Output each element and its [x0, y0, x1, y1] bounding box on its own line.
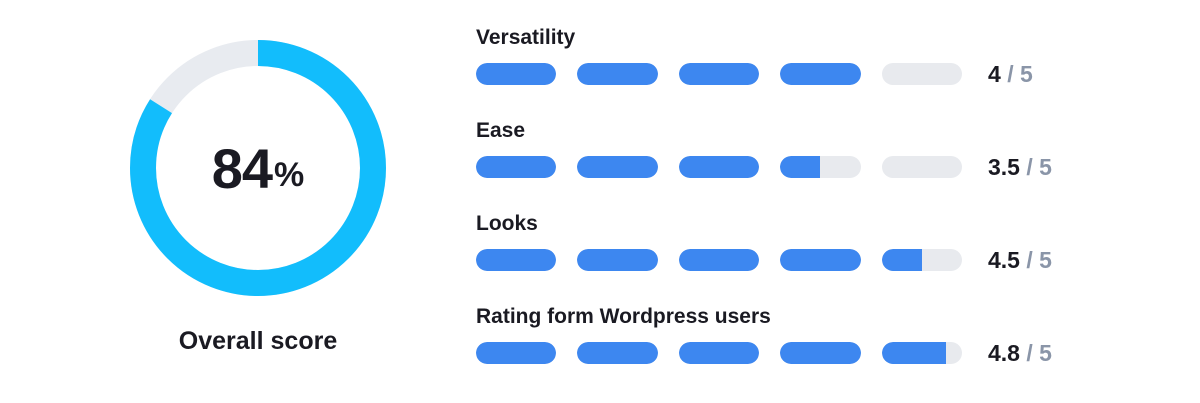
- rating-segment-fill: [881, 249, 922, 271]
- rating-segment-fill: [476, 63, 557, 85]
- rating-max: / 5: [1026, 154, 1052, 180]
- rating-segment-fill: [678, 156, 760, 178]
- overall-score-donut: [120, 30, 396, 306]
- rating-segment: [678, 156, 760, 178]
- ratings-list: Versatility 4 / 5 Ease 3.5 / 5 Looks 4.5…: [476, 24, 1136, 396]
- rating-row-wordpress-users: Rating form Wordpress users 4.8 / 5: [476, 303, 1136, 396]
- rating-title: Ease: [476, 119, 526, 142]
- rating-row-looks: Looks 4.5 / 5: [476, 210, 1136, 303]
- rating-title: Rating form Wordpress users: [476, 305, 771, 328]
- rating-segment: [577, 249, 658, 271]
- rating-segment-fill: [780, 342, 861, 364]
- rating-segment: [881, 342, 963, 364]
- rating-score: 4: [988, 61, 1001, 87]
- donut-chart: [130, 40, 386, 296]
- rating-segment-fill: [780, 249, 861, 271]
- rating-value: 4 / 5: [988, 59, 1033, 89]
- rating-max: / 5: [1026, 247, 1052, 273]
- rating-row-ease: Ease 3.5 / 5: [476, 117, 1136, 210]
- rating-segment-fill: [577, 63, 658, 85]
- rating-bar: [476, 63, 963, 85]
- rating-max: / 5: [1026, 340, 1052, 366]
- rating-value: 4.8 / 5: [988, 338, 1052, 368]
- rating-segment: [678, 342, 760, 364]
- rating-value: 4.5 / 5: [988, 245, 1052, 275]
- rating-segment: [476, 63, 557, 85]
- rating-segment: [476, 342, 557, 364]
- rating-row-versatility: Versatility 4 / 5: [476, 24, 1136, 117]
- rating-segment: [678, 63, 760, 85]
- rating-segment-fill: [678, 63, 760, 85]
- rating-segment: [780, 249, 861, 271]
- rating-segment: [577, 156, 658, 178]
- rating-score: 3.5: [988, 154, 1020, 180]
- rating-segment: [476, 156, 557, 178]
- donut-progress-arc: [130, 40, 386, 296]
- rating-max: / 5: [1007, 61, 1033, 87]
- rating-segment: [881, 63, 963, 85]
- overall-score-label: Overall score: [178, 327, 338, 355]
- rating-segment-fill: [678, 342, 760, 364]
- rating-segment-fill: [780, 63, 861, 85]
- rating-bar: [476, 249, 963, 271]
- rating-title: Looks: [476, 212, 538, 235]
- rating-segment: [678, 249, 760, 271]
- rating-segment-fill: [476, 249, 557, 271]
- rating-segment-fill: [577, 156, 658, 178]
- rating-segment: [881, 249, 963, 271]
- rating-segment: [577, 63, 658, 85]
- rating-title: Versatility: [476, 26, 576, 49]
- rating-value: 3.5 / 5: [988, 152, 1052, 182]
- rating-segment-fill: [881, 342, 946, 364]
- rating-segment-fill: [476, 156, 557, 178]
- rating-segment-fill: [678, 249, 760, 271]
- score-number: 84: [211, 136, 273, 200]
- rating-segment: [780, 63, 861, 85]
- rating-segment-fill: [577, 342, 658, 364]
- overall-score-value: 84%: [120, 30, 396, 306]
- rating-segment: [780, 342, 861, 364]
- rating-segment: [780, 156, 861, 178]
- rating-score: 4.5: [988, 247, 1020, 273]
- rating-segment-fill: [476, 342, 557, 364]
- score-percent-sign: %: [274, 155, 305, 194]
- rating-bar: [476, 342, 963, 364]
- rating-segment-fill: [780, 156, 821, 178]
- rating-segment: [476, 249, 557, 271]
- rating-segment-fill: [577, 249, 658, 271]
- rating-score: 4.8: [988, 340, 1020, 366]
- overall-score-panel: 84% Overall score: [120, 30, 396, 370]
- rating-bar: [476, 156, 963, 178]
- rating-segment: [881, 156, 963, 178]
- rating-segment: [577, 342, 658, 364]
